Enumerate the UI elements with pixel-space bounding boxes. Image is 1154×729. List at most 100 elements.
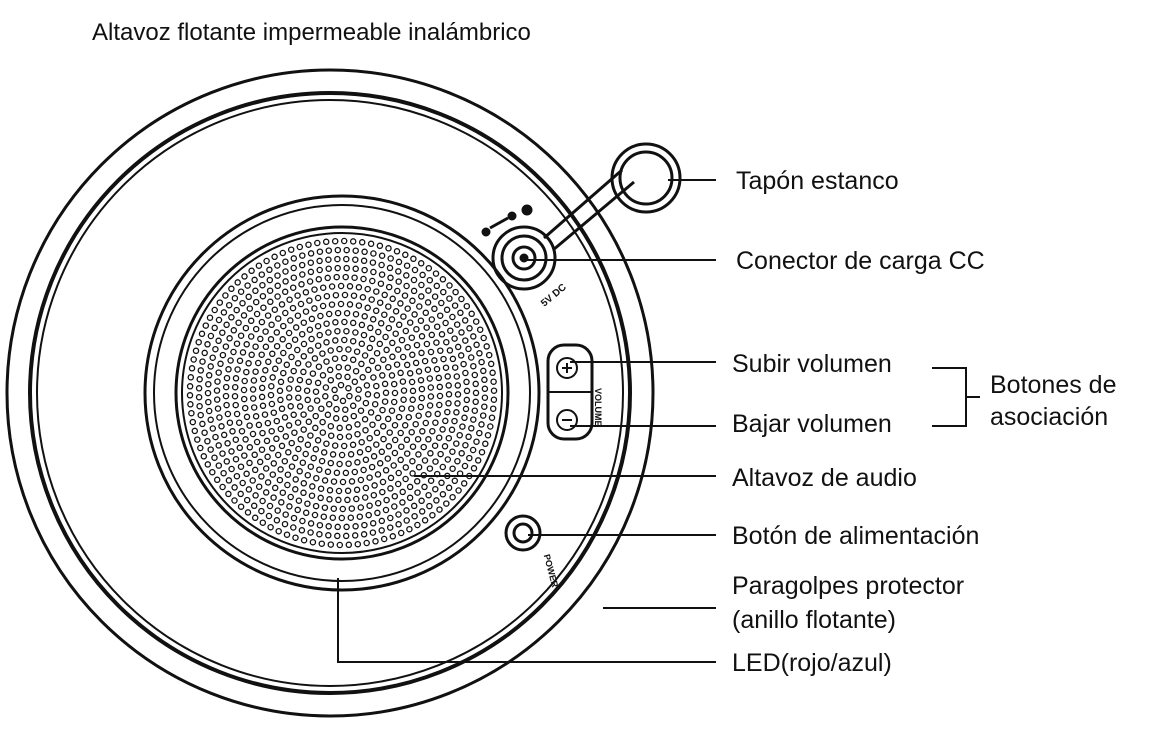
grille-hole xyxy=(455,487,462,494)
grille-hole xyxy=(269,471,277,478)
grille-hole xyxy=(465,345,472,353)
grille-hole xyxy=(485,351,493,359)
grille-hole xyxy=(259,497,266,505)
grille-hole xyxy=(360,275,367,283)
grille-hole xyxy=(453,321,461,328)
grille-hole xyxy=(331,386,338,394)
grille-hole xyxy=(361,352,369,359)
grille-hole xyxy=(267,336,275,343)
grille-hole xyxy=(197,411,204,419)
grille-hole xyxy=(334,255,341,263)
grille-hole xyxy=(265,358,272,366)
grille-hole xyxy=(285,394,293,401)
grille-hole xyxy=(406,525,413,533)
grille-hole xyxy=(414,521,421,529)
grille-hole xyxy=(391,436,399,444)
grille-hole xyxy=(234,279,241,286)
grille-hole xyxy=(361,521,368,529)
grille-hole xyxy=(262,367,269,374)
grille-hole xyxy=(319,350,326,357)
grille-hole xyxy=(387,274,394,282)
grille-hole xyxy=(199,420,206,428)
grille-hole xyxy=(291,336,299,343)
grille-hole xyxy=(394,346,402,353)
grille-hole xyxy=(489,405,497,412)
grille-hole xyxy=(282,309,289,317)
grille-hole xyxy=(358,340,366,348)
grille-hole xyxy=(219,329,226,336)
grille-hole xyxy=(303,387,311,394)
grille-hole xyxy=(240,312,248,319)
grille-hole xyxy=(268,321,275,329)
grille-hole xyxy=(330,505,338,512)
grille-hole xyxy=(425,411,432,418)
grille-hole xyxy=(274,282,281,290)
grille-hole xyxy=(456,431,463,439)
grille-hole xyxy=(188,365,196,372)
grille-hole xyxy=(186,383,194,390)
grille-hole xyxy=(332,415,340,422)
grille-hole xyxy=(489,369,496,377)
grille-hole xyxy=(406,483,414,491)
grille-hole xyxy=(305,418,313,426)
grille-hole xyxy=(278,442,286,450)
grille-hole xyxy=(289,304,297,312)
grille-hole xyxy=(403,436,411,444)
grille-hole xyxy=(461,414,468,422)
grille-hole xyxy=(219,450,226,457)
grille-hole xyxy=(288,353,295,361)
grille-hole xyxy=(441,443,449,450)
grille-hole xyxy=(435,374,443,382)
grille-hole xyxy=(280,349,287,357)
grille-hole xyxy=(236,444,244,452)
grille-hole xyxy=(406,494,414,502)
grille-hole xyxy=(379,406,386,414)
grille-hole xyxy=(454,457,461,465)
grille-hole xyxy=(324,468,332,476)
grille-hole xyxy=(403,507,410,514)
grille-hole xyxy=(237,332,245,339)
grille-hole xyxy=(391,449,399,457)
grille-hole xyxy=(401,422,409,429)
grille-hole xyxy=(334,309,342,317)
grille-hole xyxy=(195,393,203,401)
grille-hole xyxy=(305,241,312,248)
label-boton-alimentacion: Botón de alimentación xyxy=(732,522,980,550)
grille-hole xyxy=(292,476,299,483)
grille-hole xyxy=(314,379,322,387)
grille-hole xyxy=(422,309,430,317)
grille-hole xyxy=(209,468,216,476)
dc-polarity-icon xyxy=(481,204,533,237)
grille-hole xyxy=(412,420,419,428)
grille-hole xyxy=(286,296,293,303)
grille-hole xyxy=(408,378,416,386)
grille-hole xyxy=(304,500,311,507)
grille-hole xyxy=(333,469,341,477)
grille-hole xyxy=(417,376,425,384)
grille-hole xyxy=(387,485,394,492)
grille-hole xyxy=(329,451,337,458)
label-bajar-volumen: Bajar volumen xyxy=(732,410,892,438)
grille-hole xyxy=(362,484,370,492)
grille-hole xyxy=(342,406,349,413)
grille-hole xyxy=(278,499,285,506)
grille-hole xyxy=(248,267,255,275)
grille-hole xyxy=(247,317,255,325)
grille-hole xyxy=(187,401,194,408)
grille-hole xyxy=(328,301,336,308)
grille-hole xyxy=(354,540,362,548)
grille-hole xyxy=(481,394,489,401)
grille-hole xyxy=(254,359,262,367)
grille-hole xyxy=(395,511,402,518)
grille-hole xyxy=(445,382,452,389)
grille-hole xyxy=(471,407,479,414)
grille-hole xyxy=(372,307,380,315)
grille-hole xyxy=(204,461,212,468)
grille-hole xyxy=(490,396,498,403)
grille-hole xyxy=(298,281,305,288)
grille-hole xyxy=(359,294,367,301)
grille-hole xyxy=(270,494,277,501)
grille-hole xyxy=(468,425,475,432)
grille-hole xyxy=(394,480,402,488)
grille-hole xyxy=(397,456,404,464)
